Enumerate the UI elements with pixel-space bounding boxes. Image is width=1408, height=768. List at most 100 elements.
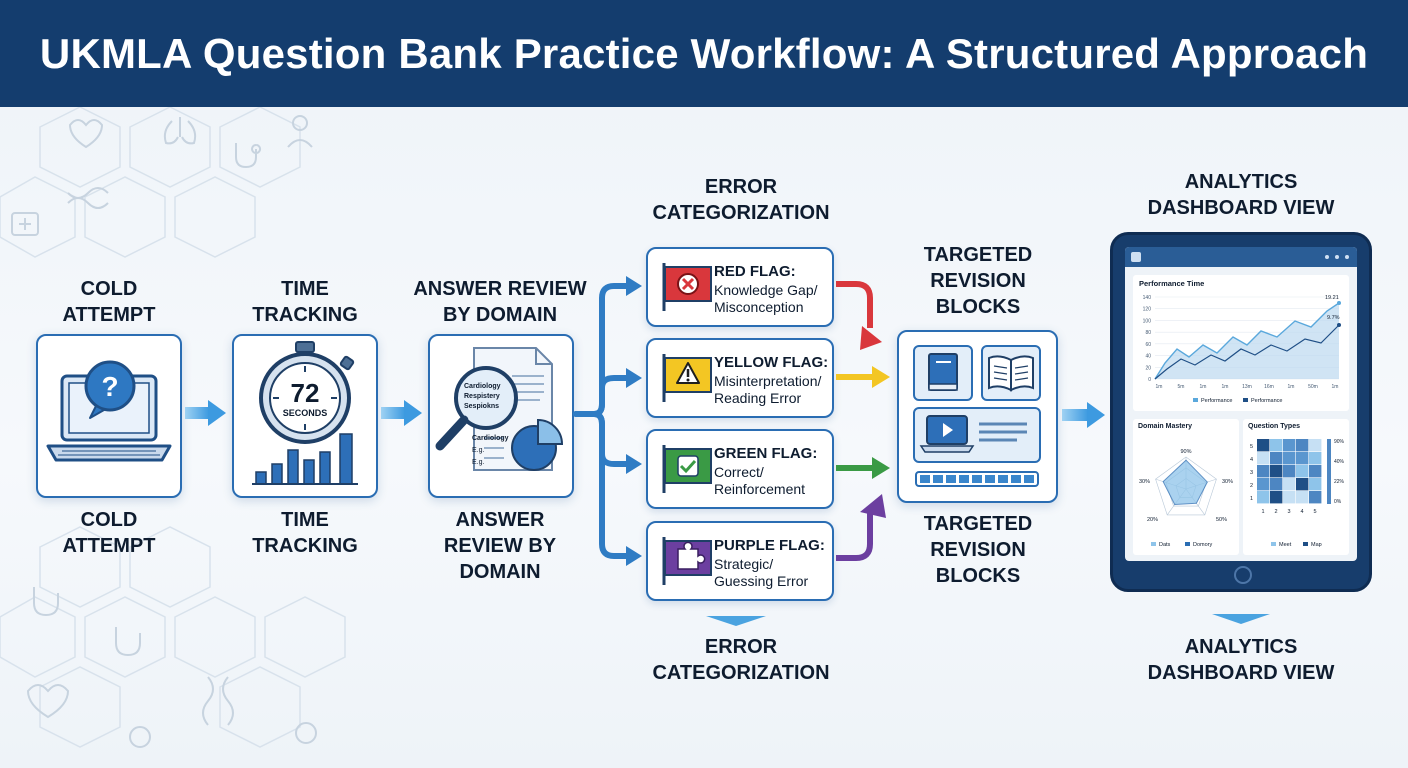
progress-bar — [915, 471, 1039, 487]
scale-label: 90% — [1334, 439, 1345, 445]
bar-icon — [255, 433, 353, 485]
radar-label: 30% — [1222, 479, 1233, 485]
dashboard-topbar — [1125, 247, 1357, 267]
green-flag-desc-2: Reinforcement — [714, 481, 806, 497]
heat-cell — [1270, 491, 1283, 504]
radar-label: 90% — [1180, 449, 1191, 455]
radar-label: 50% — [1216, 517, 1227, 523]
heat-cell — [1296, 452, 1309, 465]
point-label: 19.21 — [1325, 295, 1339, 301]
red-flag-desc-2: Misconception — [714, 299, 804, 315]
answer-review-card: Cardiology Respistery Sespiokns Cardiolo… — [428, 334, 574, 498]
x-tick-label: 16m — [1264, 384, 1274, 390]
red-flag-icon — [662, 263, 712, 311]
heat-col-label: 2 — [1274, 509, 1277, 515]
legend-swatch — [1271, 542, 1276, 546]
color-scale — [1327, 439, 1331, 504]
legend-label: Meet — [1279, 542, 1292, 548]
heat-cell — [1270, 465, 1283, 478]
stethoscope-icon-2 — [33, 587, 59, 617]
radar-grid — [1155, 456, 1217, 516]
data-point — [1337, 301, 1341, 305]
heat-cell — [1283, 465, 1296, 478]
targeted-revision-card — [897, 330, 1058, 503]
heat-row-label: 1 — [1250, 496, 1253, 502]
yellow-flag-card: YELLOW FLAG: Misinterpretation/ Reading … — [646, 338, 834, 418]
legend-swatch — [1193, 398, 1198, 402]
video-play-icon — [919, 415, 975, 453]
svg-text:?: ? — [101, 371, 118, 402]
x-tick-label: 13m — [1242, 384, 1252, 390]
heat-cell — [1283, 478, 1296, 491]
purple-flag-desc-2: Guessing Error — [714, 573, 809, 589]
heat-cell — [1283, 452, 1296, 465]
book-icon — [928, 353, 958, 391]
scale-label: 0% — [1334, 499, 1342, 505]
green-flag-card: GREEN FLAG: Correct/ Reinforcement — [646, 429, 834, 509]
yellow-flag-desc-1: Misinterpretation/ — [714, 373, 822, 389]
data-point — [1337, 323, 1341, 327]
radar-label: 20% — [1147, 517, 1158, 523]
purple-flag-desc-1: Strategic/ — [714, 556, 774, 572]
svg-text:E.g.: E.g. — [472, 447, 485, 454]
purple-flag-card: PURPLE FLAG: Strategic/ Guessing Error — [646, 521, 834, 601]
x-tick-label: 1m — [1332, 384, 1339, 390]
purple-flag-title: PURPLE FLAG: — [714, 537, 825, 554]
red-flag-desc-1: Knowledge Gap/ — [714, 282, 818, 298]
puzzle-flag-icon — [662, 537, 712, 585]
legend-label: Domory — [1193, 542, 1213, 548]
svg-text:Cardiology: Cardiology — [472, 435, 509, 442]
time-tracking-card: 72 SECONDS — [232, 334, 378, 498]
scale-label: 40% — [1334, 459, 1345, 465]
red-flag-card: RED FLAG: Knowledge Gap/ Misconception — [646, 247, 834, 327]
timer-value: 72 — [291, 378, 320, 408]
dna-icon — [67, 187, 109, 209]
heat-cell — [1296, 439, 1309, 452]
heat-cell — [1309, 452, 1322, 465]
person-icon — [129, 726, 151, 748]
red-flag-title: RED FLAG: — [714, 263, 796, 280]
heat-cell — [1257, 465, 1270, 478]
stethoscope-icon — [235, 143, 262, 169]
yellow-flag-desc-2: Reading Error — [714, 390, 802, 406]
heat-col-label: 5 — [1313, 509, 1316, 515]
tablet-home-button — [1234, 566, 1252, 584]
heat-cell — [1270, 439, 1283, 452]
heat-row-label: 5 — [1250, 444, 1253, 450]
heat-cell — [1309, 478, 1322, 491]
heat-cell — [1309, 465, 1322, 478]
dna-icon-2 — [202, 676, 234, 726]
svg-text:E.g.: E.g. — [472, 459, 485, 466]
y-tick-label: 120 — [1143, 307, 1152, 313]
y-tick-label: 100 — [1143, 318, 1152, 324]
timer-unit: SECONDS — [283, 408, 328, 418]
series-line-2 — [1154, 324, 1340, 380]
series-line-1 — [1154, 302, 1340, 380]
heat-cell — [1270, 452, 1283, 465]
x-tick-label: 1m — [1156, 384, 1163, 390]
legend-swatch — [1151, 542, 1156, 546]
heart-icon-2 — [26, 684, 70, 719]
y-tick-label: 140 — [1143, 295, 1152, 301]
question-types-title: Question Types — [1248, 423, 1300, 430]
y-tick-label: 40 — [1145, 354, 1151, 360]
legend-label: Dats — [1159, 542, 1171, 548]
svg-text:Sespiokns: Sespiokns — [464, 403, 499, 410]
heat-cell — [1283, 439, 1296, 452]
legend-label: Performance — [1251, 398, 1283, 404]
point-label: 9.7% — [1327, 315, 1340, 321]
heat-cell — [1257, 491, 1270, 504]
heat-cell — [1296, 465, 1309, 478]
